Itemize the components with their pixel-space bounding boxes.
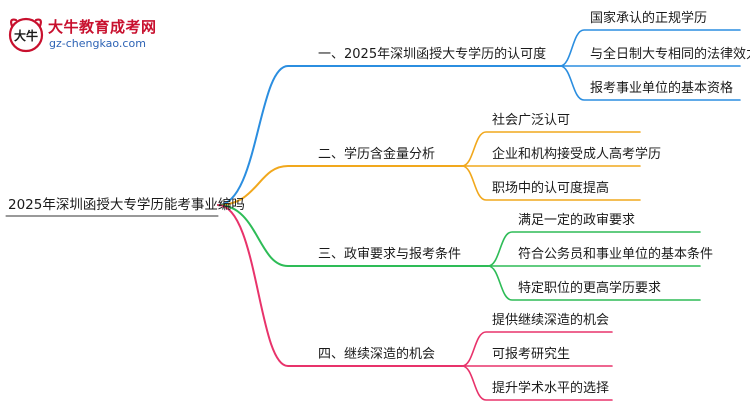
branch-4-child-3-connector: [461, 365, 613, 401]
logo-mark-text: 大牛: [14, 28, 38, 43]
branch-4-child-3: 提升学术水平的选择: [492, 381, 610, 396]
branch-3-child-3: 特定职位的更高学历要求: [518, 281, 662, 296]
branch-1-label: 一、2025年深圳函授大专学历的认可度: [318, 47, 547, 62]
branch-3-child-3-connector: [487, 265, 701, 301]
branch-1-child-2: 与全日制大专相同的法律效力: [590, 47, 750, 62]
branch-1-child-3: 报考事业单位的基本资格: [590, 81, 734, 96]
branch-4-child-1: 提供继续深造的机会: [492, 313, 610, 328]
branch-2-child-3-connector: [461, 165, 641, 201]
bull-logo-icon: 大牛: [8, 17, 44, 53]
branch-2-child-2: 企业和机构接受成人高考学历: [492, 147, 662, 162]
branch-4-connector: [217, 204, 463, 367]
branch-2-child-3: 职场中的认可度提高: [492, 181, 610, 196]
branch-1-connector: [217, 65, 561, 206]
branch-2-child-1-connector: [461, 131, 641, 167]
branch-3-label: 三、政审要求与报考条件: [318, 247, 462, 262]
logo-title: 大牛教育成考网: [48, 18, 157, 36]
branch-2-connector: [217, 165, 463, 206]
branch-3-child-1: 满足一定的政审要求: [518, 213, 636, 228]
branch-4-child-2: 可报考研究生: [492, 347, 571, 362]
branch-3-child-2: 符合公务员和事业单位的基本条件: [518, 247, 714, 262]
branch-2-label: 二、学历含金量分析: [318, 147, 436, 162]
branch-3-connector: [217, 204, 489, 267]
branch-1-child-1-connector: [559, 29, 741, 67]
branch-2-child-1: 社会广泛认可: [492, 113, 571, 128]
branch-4-child-1-connector: [461, 331, 613, 367]
branch-3-child-1-connector: [487, 231, 701, 267]
site-logo[interactable]: 大牛 大牛教育成考网 gz-chengkao.com: [6, 14, 196, 58]
root-node: 2025年深圳函授大专学历能考事业编吗: [8, 197, 245, 213]
branch-1-child-3-connector: [559, 65, 741, 101]
branch-1-child-1: 国家承认的正规学历: [590, 11, 708, 26]
branch-4-label: 四、继续深造的机会: [318, 347, 436, 362]
logo-url: gz-chengkao.com: [49, 37, 146, 50]
